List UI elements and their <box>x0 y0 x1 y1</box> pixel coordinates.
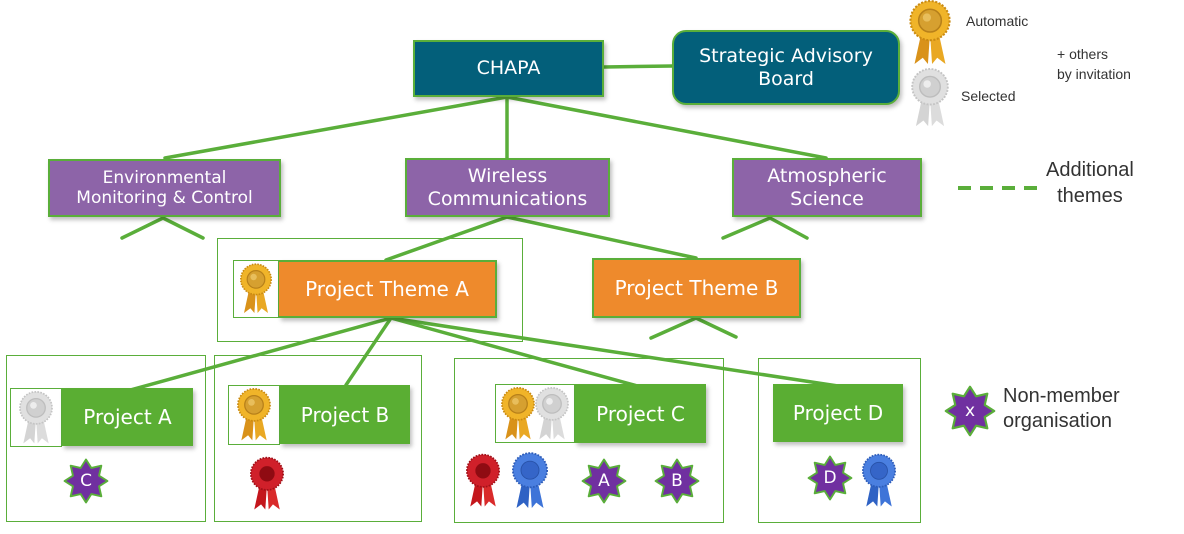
root-node-chapa[interactable]: CHAPA <box>413 40 604 97</box>
legend-others-line2: by invitation <box>1057 66 1131 83</box>
legend-non-member-badge: x <box>942 385 998 437</box>
blue-ribbon-icon <box>862 452 896 510</box>
project-c-node[interactable]: Project C <box>575 384 706 443</box>
legend-additional-line1: Additional <box>1046 159 1134 181</box>
connector-env-stub-left <box>120 216 165 240</box>
non-member-label: A <box>598 471 610 491</box>
connector-theme-b-stub-left <box>649 316 698 340</box>
theme-label-line1: Atmospheric <box>767 164 887 187</box>
non-member-a-badge: A <box>576 458 632 504</box>
advisory-board-label-line1: Strategic Advisory <box>699 44 873 67</box>
legend-automatic-label: Automatic <box>966 13 1029 29</box>
connector-root-environmental <box>163 95 509 160</box>
project-b-badge-box <box>228 385 280 445</box>
project-c-group <box>454 358 724 523</box>
gold-ribbon-icon <box>240 263 272 315</box>
project-label: Project B <box>300 402 390 427</box>
theme-label-line2: Communications <box>427 187 588 210</box>
project-label: Project D <box>792 401 884 425</box>
gold-ribbon-icon <box>237 388 271 442</box>
connector-theme-b-stub-right <box>694 316 738 339</box>
project-a-node[interactable]: Project A <box>62 388 193 446</box>
legend-additional-themes: Additional themes <box>1046 157 1134 209</box>
project-b-node[interactable]: Project B <box>280 385 410 444</box>
legend-additional-line2: themes <box>1057 185 1123 207</box>
legend-non-member-line1: Non-member <box>1003 385 1120 407</box>
legend-silver-ribbon-icon <box>909 68 951 128</box>
connector-root-atmospheric <box>505 95 828 160</box>
legend-others-line1: + others <box>1057 46 1108 62</box>
connector-atmo-stub-right <box>768 216 809 240</box>
red-ribbon-icon <box>466 452 500 510</box>
project-a-group <box>6 355 206 522</box>
gold-ribbon-icon <box>501 387 535 441</box>
project-theme-label: Project Theme A <box>305 277 469 301</box>
non-member-label: C <box>80 471 92 491</box>
legend-non-member-line2: organisation <box>1003 410 1112 432</box>
project-theme-a-group <box>217 238 523 342</box>
non-member-d-badge: D <box>802 455 858 501</box>
non-member-b-badge: B <box>649 458 705 504</box>
theme-node-atmospheric[interactable]: Atmospheric Science <box>732 158 922 217</box>
red-ribbon-icon <box>250 455 284 513</box>
connector-theme-a-project-b <box>344 316 393 387</box>
connector-theme-a-project-c <box>389 316 643 389</box>
legend-others-note: + others by invitation <box>1057 44 1131 85</box>
non-member-label: B <box>671 471 683 491</box>
connector-theme-a-project-d <box>389 316 840 388</box>
blue-ribbon-icon <box>512 452 548 510</box>
project-label: Project C <box>596 401 685 426</box>
non-member-label: D <box>823 468 837 488</box>
project-theme-label: Project Theme B <box>614 276 779 300</box>
theme-label-line2: Science <box>790 187 864 210</box>
project-c-badge-box <box>495 384 575 443</box>
theme-node-environmental[interactable]: Environmental Monitoring & Control <box>48 159 281 217</box>
theme-label-line1: Wireless <box>467 164 548 187</box>
legend-selected-label: Selected <box>961 88 1016 104</box>
project-a-badge-box <box>10 388 62 447</box>
silver-ribbon-icon <box>19 391 53 445</box>
project-d-node[interactable]: Project D <box>773 384 903 442</box>
connector-wireless-theme-b <box>505 215 698 260</box>
project-b-group <box>214 355 422 522</box>
advisory-board-label-line2: Board <box>758 67 814 90</box>
theme-label-line1: Environmental <box>102 167 227 188</box>
project-d-group <box>758 358 921 523</box>
legend-gold-ribbon-icon <box>907 0 953 66</box>
project-label: Project A <box>83 405 172 429</box>
project-theme-b-node[interactable]: Project Theme B <box>592 258 801 318</box>
connector-theme-a-project-a <box>125 316 393 393</box>
project-theme-a-badge-box <box>233 260 279 318</box>
legend-non-member-text: Non-member organisation <box>1003 384 1120 434</box>
non-member-c-badge: C <box>58 458 114 504</box>
non-member-label: x <box>964 401 976 421</box>
theme-label-line2: Monitoring & Control <box>76 188 253 208</box>
silver-ribbon-icon <box>535 387 569 441</box>
theme-node-wireless[interactable]: Wireless Communications <box>405 158 610 217</box>
project-theme-a-node[interactable]: Project Theme A <box>279 260 497 318</box>
root-node-label: CHAPA <box>476 57 541 80</box>
advisory-board-node[interactable]: Strategic Advisory Board <box>672 30 900 105</box>
connector-env-stub-right <box>161 216 205 240</box>
connector-atmo-stub-left <box>721 216 772 240</box>
connector-root-advisory <box>602 64 674 69</box>
